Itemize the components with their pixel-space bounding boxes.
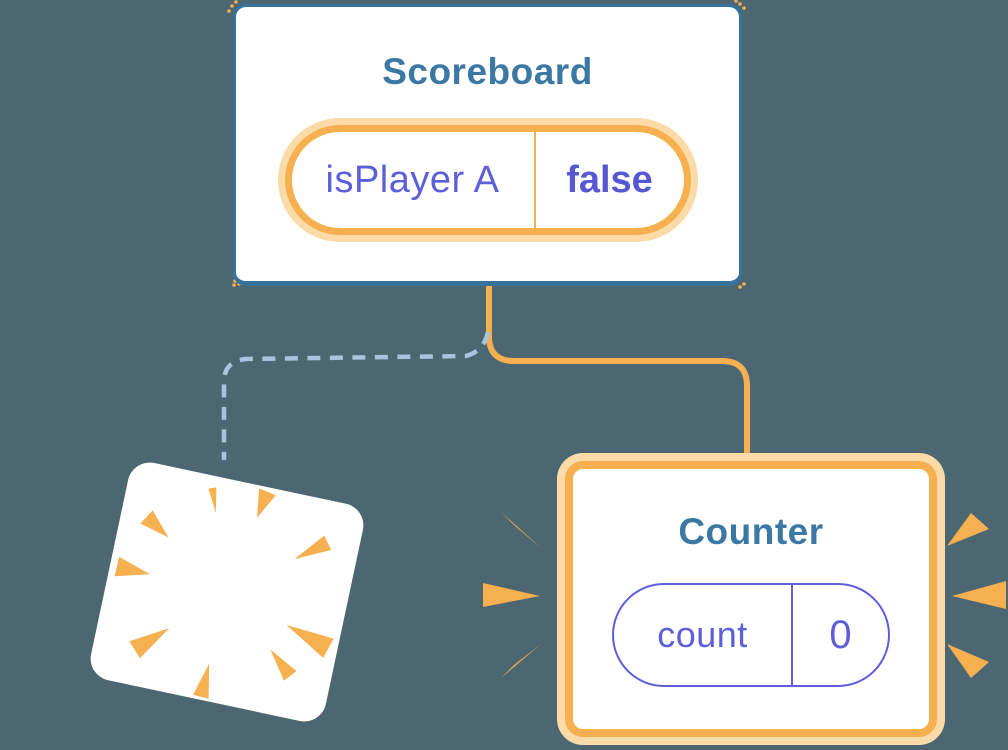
emphasis-rays-right-icon [947, 513, 1006, 678]
scoreboard-component-card: Scoreboard isPlayer A false [233, 4, 742, 286]
removed-state-dashed-connector-line [221, 331, 491, 460]
state-value: 0 [829, 612, 852, 657]
counter-state-pill: count 0 [612, 583, 890, 687]
counter-title: Counter [678, 511, 824, 552]
state-key: count [657, 614, 748, 655]
scoreboard-title: Scoreboard [382, 51, 593, 92]
pill-divider [533, 132, 536, 228]
state-value: false [566, 158, 653, 201]
burst-rays-icon [114, 487, 334, 699]
counter-component-card: Counter count 0 [565, 461, 937, 737]
emphasis-rays-left-icon [483, 512, 541, 678]
destroyed-component-card [86, 458, 368, 726]
pill-divider [791, 585, 793, 685]
scoreboard-state-pill: isPlayer A false [284, 125, 691, 235]
state-key: isPlayer A [325, 158, 500, 201]
kept-state-connector-line [486, 284, 750, 461]
